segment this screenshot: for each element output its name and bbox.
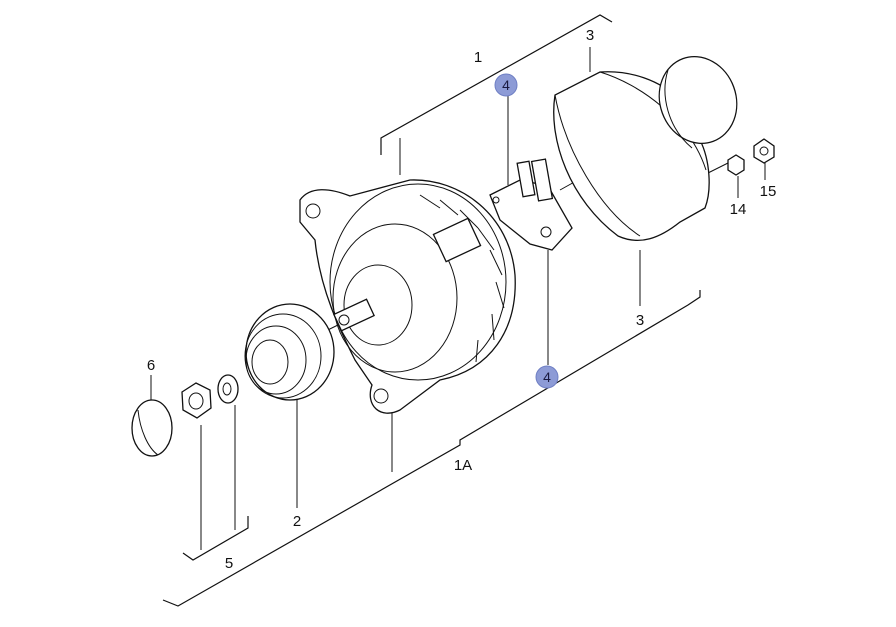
- alternator-body-part: [299, 179, 516, 414]
- callout-badge-4-top: 4: [494, 73, 518, 97]
- pulley-nut-part: [181, 374, 239, 419]
- callout-5: 5: [225, 555, 233, 572]
- badge-circle: [494, 73, 518, 97]
- callout-4-top: 4: [502, 77, 510, 93]
- shaft-part: [333, 298, 375, 332]
- leader-lines: [150, 47, 766, 550]
- callout-3-right: 3: [636, 312, 644, 329]
- bracket-1: [380, 14, 613, 155]
- badge-circle: [535, 365, 559, 389]
- callout-4-bottom: 4: [543, 369, 551, 385]
- bracket-5: [182, 516, 249, 561]
- callout-6: 6: [147, 357, 155, 374]
- callout-badge-4-bottom: 4: [535, 365, 559, 389]
- pulley-part: [244, 303, 335, 401]
- callout-1a: 1A: [454, 457, 472, 474]
- nut-15-part: [753, 138, 775, 164]
- voltage-regulator-part: [489, 158, 573, 251]
- callout-14: 14: [730, 201, 747, 218]
- callout-1: 1: [474, 49, 482, 66]
- nut-14-part: [727, 154, 745, 176]
- cover-cap-part: [553, 56, 738, 242]
- callout-3-top: 3: [586, 27, 594, 44]
- callout-2: 2: [293, 513, 301, 530]
- callout-15: 15: [760, 183, 777, 200]
- pulley-cap-part: [131, 399, 173, 457]
- bracket-1a: [162, 290, 701, 607]
